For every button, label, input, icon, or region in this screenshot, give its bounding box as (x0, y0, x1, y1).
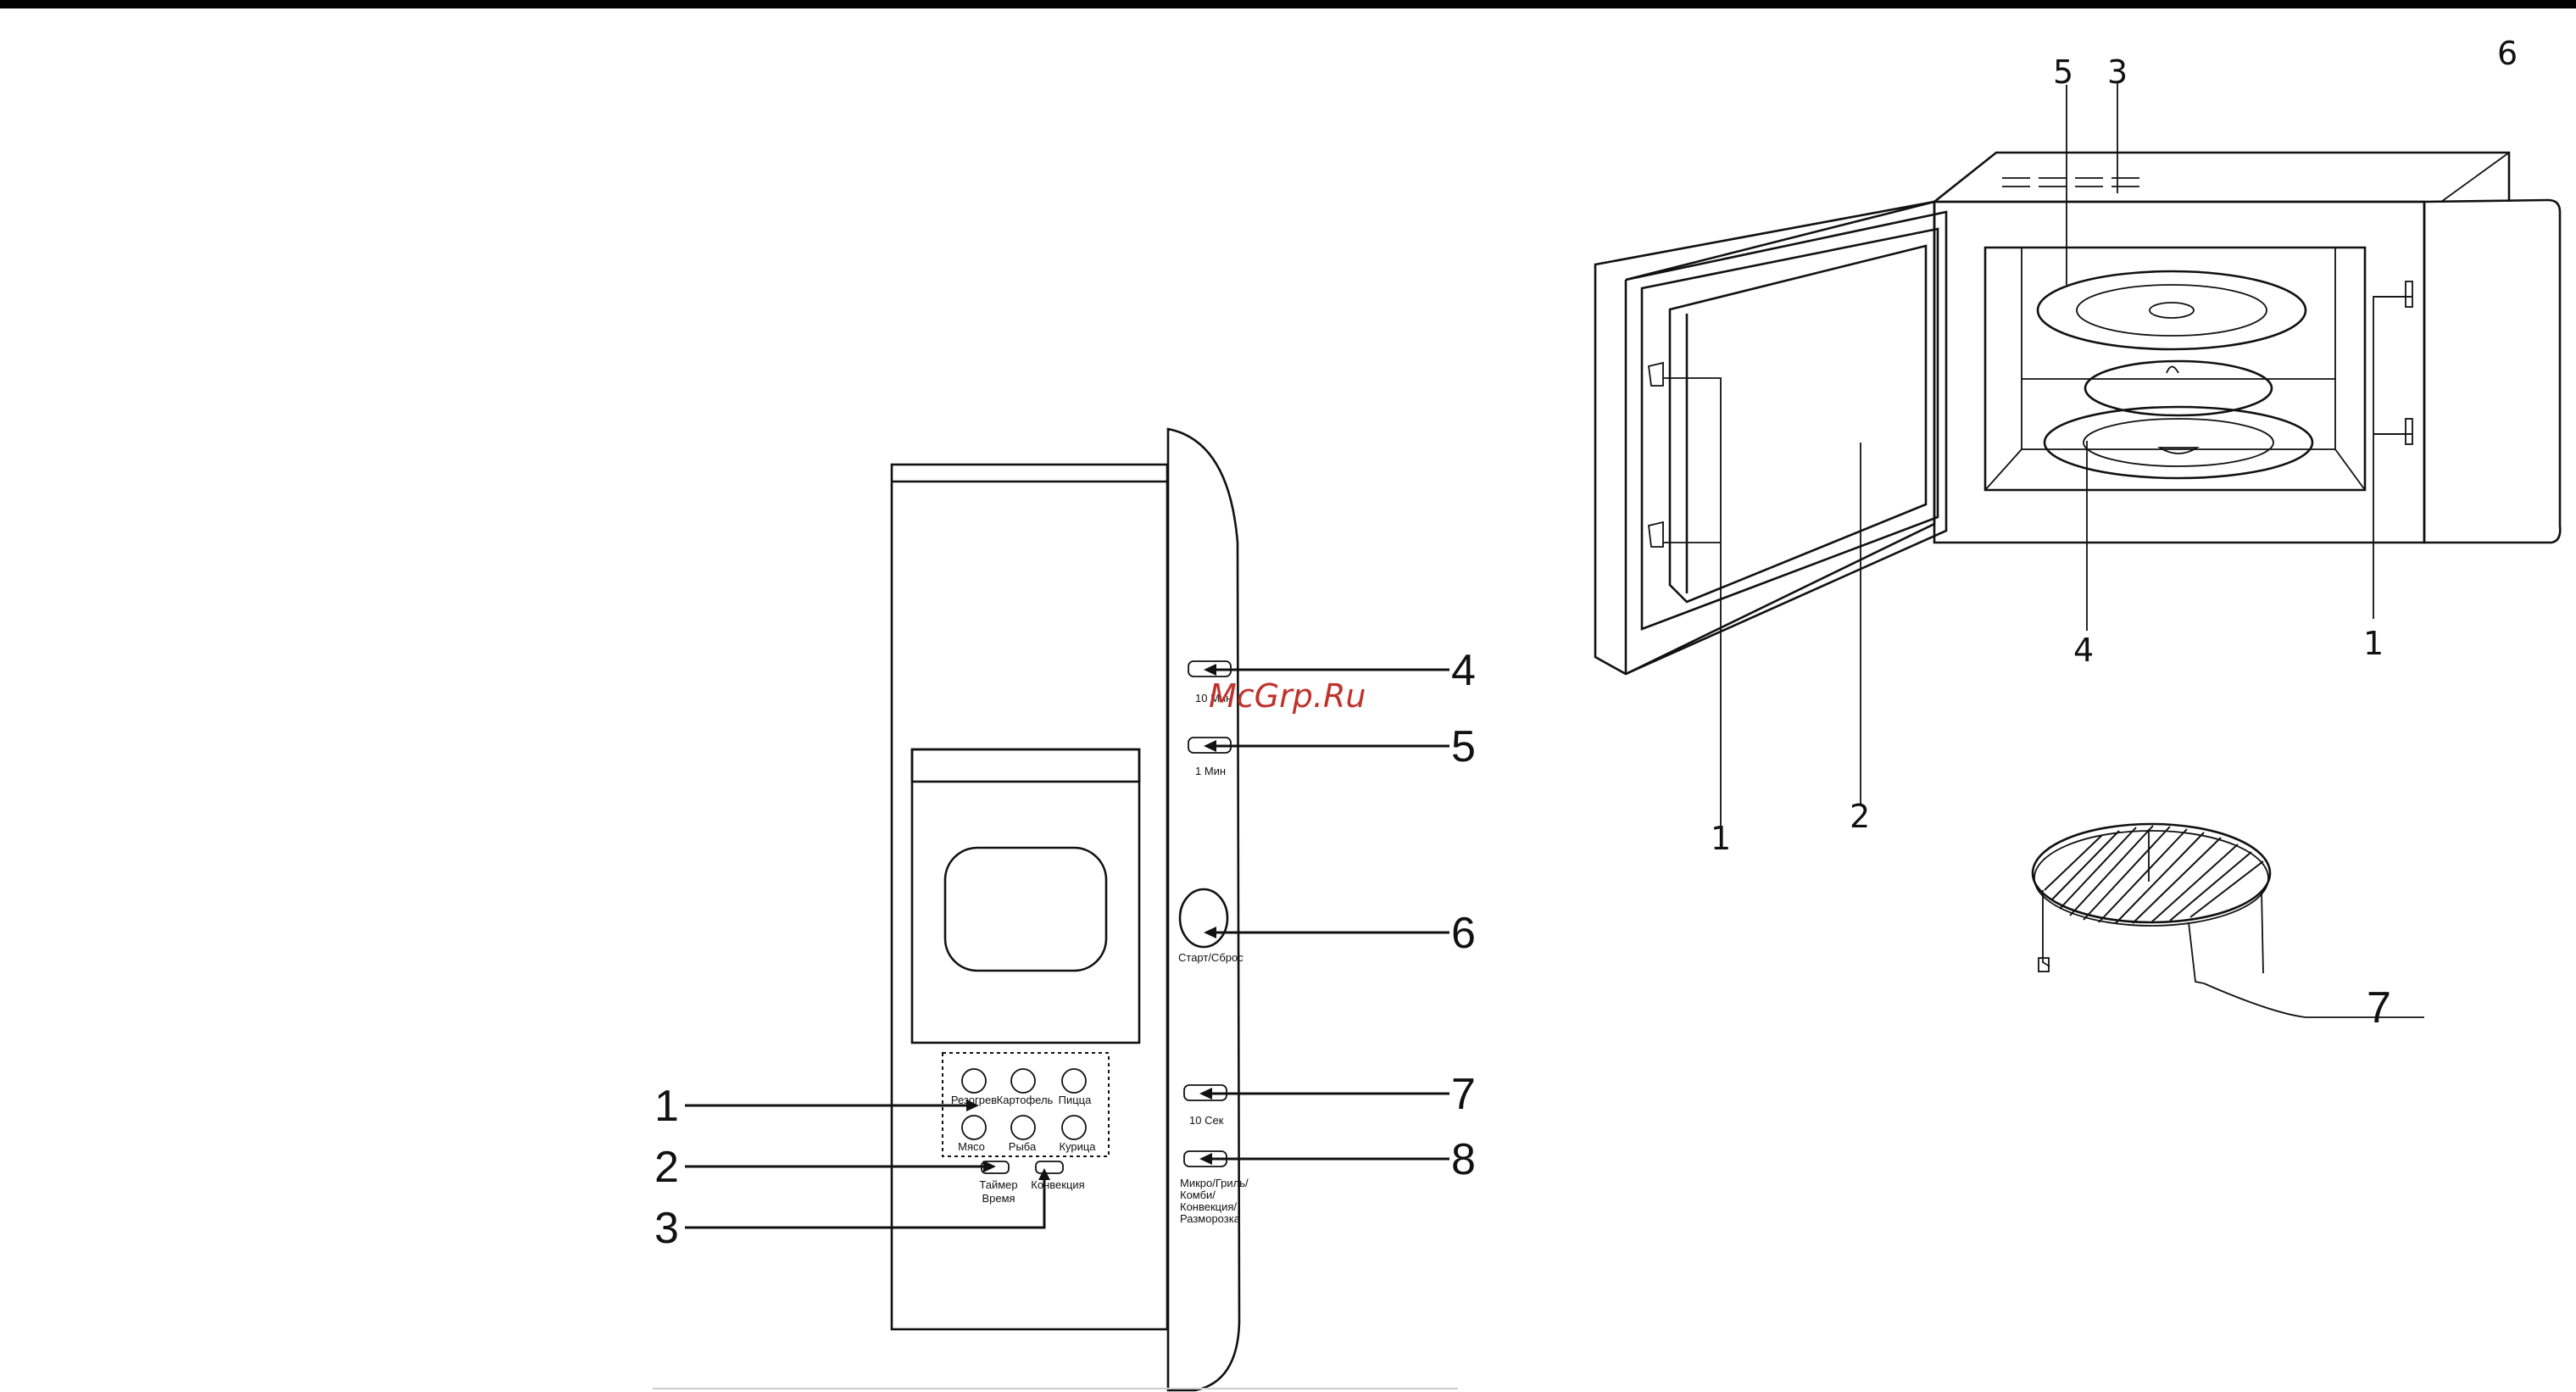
mode-label-line2: Комби/ (1180, 1189, 1216, 1201)
cabinet-outline (892, 465, 1167, 1329)
cabinet-top (1934, 153, 2509, 202)
meat-button[interactable] (962, 1116, 986, 1139)
fish-button[interactable] (1011, 1116, 1035, 1139)
callout-panel-4: 4 (1451, 646, 1476, 695)
mode-label-line1: Микро/Гриль/ (1180, 1177, 1249, 1189)
arrowhead-8 (1199, 1153, 1212, 1165)
cabinet-front (1934, 202, 2424, 543)
ten-second-label: 10 Сек (1189, 1114, 1224, 1127)
start-reset-label: Старт/Сброс (1178, 951, 1243, 964)
pizza-button[interactable] (1062, 1069, 1086, 1093)
chicken-label: Курица (1059, 1140, 1096, 1153)
door-edge-outline (1168, 429, 1239, 1390)
rack-rim-lower (2034, 831, 2268, 926)
oven-control-panel (2424, 200, 2560, 543)
callout-oven-1-left: 1 (1711, 820, 1731, 857)
one-minute-label: 1 Мин (1195, 765, 1226, 777)
roller-ring-hub (2167, 367, 2178, 374)
start-reset-knob[interactable] (1180, 889, 1227, 947)
oven-door-glass (1670, 246, 1926, 602)
turntable-inner-ring (2077, 285, 2267, 336)
coupler (2160, 448, 2197, 454)
arrowhead-4 (1204, 664, 1216, 676)
chicken-button[interactable] (1062, 1116, 1086, 1139)
display-window-top (912, 749, 1139, 782)
callout-panel-3: 3 (654, 1204, 679, 1253)
callout-rack-7: 7 (2367, 983, 2391, 1033)
arrowhead-6 (1204, 927, 1216, 938)
pizza-label: Пицца (1059, 1094, 1092, 1106)
arrowhead-5 (1204, 740, 1216, 752)
convection-button[interactable] (1036, 1161, 1063, 1173)
rack-leg-right (2262, 890, 2263, 973)
reheat-button[interactable] (962, 1069, 986, 1093)
rack-leg-front (2189, 922, 2204, 983)
control-panel-figure: Резогрев Картофель Пицца Мясо Рыба Куриц… (653, 429, 1476, 1390)
grill-rack-figure: 7 (2033, 824, 2424, 1033)
turntable-hub (2150, 303, 2194, 318)
oven-door-top-edge (1626, 202, 1934, 280)
roller-base (2045, 407, 2312, 478)
roller-base-inner (2084, 419, 2273, 466)
cavity-corner-left (1985, 449, 2022, 490)
control-panel-top-edge (2441, 153, 2509, 202)
display-screen (945, 848, 1106, 971)
callout-panel-7: 7 (1451, 1070, 1476, 1119)
oven-door-outer (1595, 202, 1934, 674)
cavity-corner-right (2335, 449, 2365, 490)
rack-rim (2033, 824, 2270, 922)
mode-label-line3: Конвекция/ (1180, 1200, 1237, 1213)
door-hook-upper (1649, 363, 1663, 386)
arrowhead-2 (983, 1161, 996, 1172)
callout-oven-5: 5 (2053, 53, 2073, 91)
door-hook-lower (1649, 522, 1663, 547)
leader-rack-7 (2204, 983, 2424, 1017)
potato-label: Картофель (997, 1094, 1054, 1106)
watermark-text: McGrp.Ru (1209, 677, 1366, 715)
interlock-lower-tab (2406, 419, 2412, 444)
callout-oven-3: 3 (2107, 53, 2128, 91)
rack-grid (2045, 826, 2263, 923)
callout-panel-2: 2 (654, 1143, 679, 1192)
potato-button[interactable] (1011, 1069, 1035, 1093)
convection-label: Конвекция (1031, 1178, 1084, 1191)
meat-label: Мясо (958, 1140, 985, 1153)
leader-oven-interlock (2373, 297, 2412, 619)
callout-panel-8: 8 (1451, 1135, 1476, 1184)
arrowhead-7 (1199, 1088, 1212, 1100)
mode-label-line4: Разморозка (1180, 1212, 1241, 1225)
timer-label-line2: Время (982, 1192, 1015, 1205)
callout-oven-6: 6 (2497, 35, 2518, 72)
callout-panel-6: 6 (1451, 909, 1476, 958)
arrowhead-3 (1038, 1168, 1050, 1180)
callout-oven-4: 4 (2073, 632, 2094, 669)
open-oven-figure: 5 3 6 4 1 1 2 (1595, 35, 2560, 857)
callout-oven-1-right: 1 (2363, 625, 2384, 662)
callout-panel-5: 5 (1451, 722, 1476, 771)
fish-label: Рыба (1009, 1140, 1037, 1153)
timer-label-line1: Таймер (979, 1178, 1017, 1191)
callout-panel-1: 1 (654, 1082, 679, 1131)
callout-oven-2: 2 (1850, 798, 1870, 835)
interlock-upper-tab (2406, 281, 2412, 307)
turntable-plate (2038, 271, 2306, 349)
